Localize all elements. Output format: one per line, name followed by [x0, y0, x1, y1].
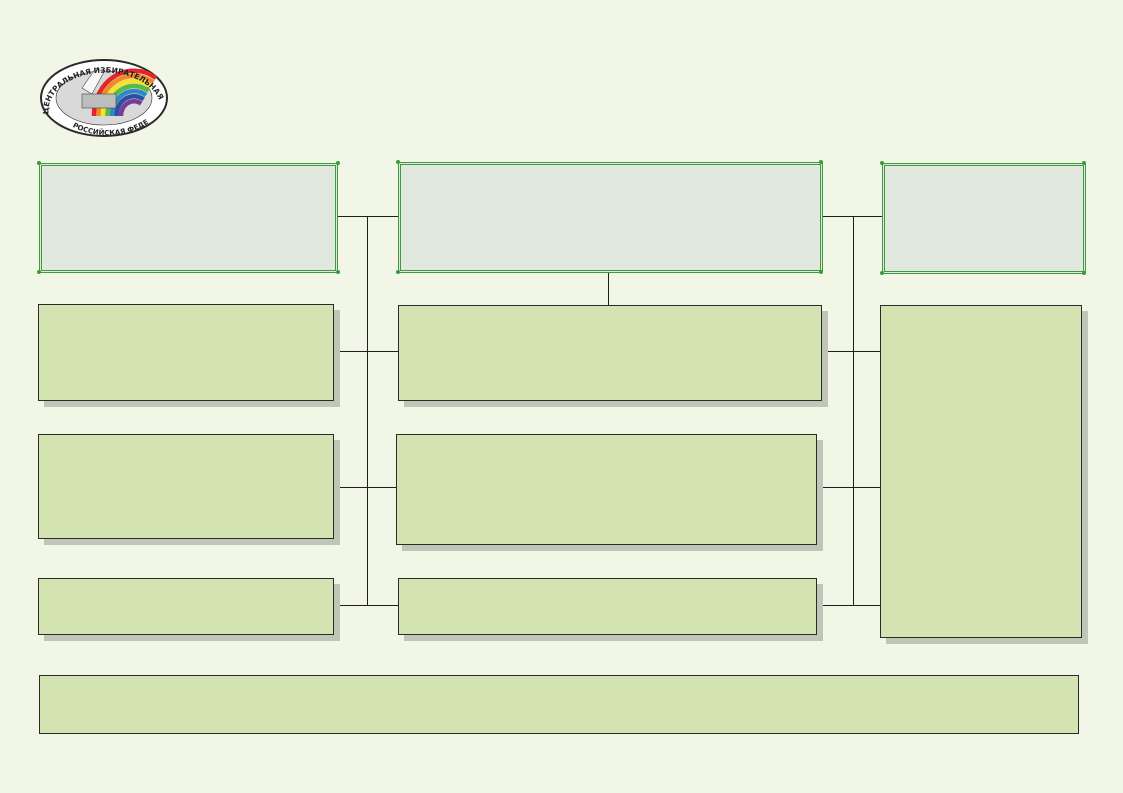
connector: [333, 351, 399, 352]
box-left-2: [38, 434, 334, 539]
connector: [333, 605, 399, 606]
corner-dot: [37, 270, 41, 274]
cik-emblem-logo: ЦЕНТРАЛЬНАЯ ИЗБИРАТЕЛЬНАЯ КОМИССИЯ РОССИ…: [38, 58, 168, 137]
corner-dot: [1082, 271, 1086, 275]
connector: [333, 487, 397, 488]
box-right-tall: [880, 305, 1082, 638]
corner-dot: [1082, 161, 1086, 165]
connector: [822, 351, 880, 352]
box-center-1: [398, 305, 822, 401]
rainbow-band: [114, 93, 145, 117]
connector: [817, 605, 880, 606]
box-top-center: [398, 162, 823, 273]
connector: [608, 272, 609, 305]
corner-dot: [37, 161, 41, 165]
corner-dot: [396, 160, 400, 164]
connector: [338, 216, 368, 217]
corner-dot: [336, 161, 340, 165]
rainbow-band: [118, 99, 143, 117]
corner-dot: [336, 270, 340, 274]
ballot-box-icon: [81, 93, 117, 109]
corner-dot: [880, 271, 884, 275]
box-left-3: [38, 578, 334, 635]
connector: [853, 216, 854, 605]
corner-dot: [819, 160, 823, 164]
box-top-left: [39, 163, 338, 273]
box-left-1: [38, 304, 334, 401]
box-top-right: [882, 163, 1086, 274]
corner-dot: [396, 270, 400, 274]
rainbow-band: [109, 88, 148, 117]
corner-dot: [880, 161, 884, 165]
connector: [367, 216, 368, 605]
corner-dot: [819, 270, 823, 274]
ballot-icon: [81, 67, 105, 95]
connector: [817, 487, 880, 488]
box-bottom-wide: [39, 675, 1079, 734]
box-center-2: [396, 434, 817, 545]
box-center-3: [398, 578, 817, 635]
connector: [367, 216, 399, 217]
connector: [822, 216, 883, 217]
